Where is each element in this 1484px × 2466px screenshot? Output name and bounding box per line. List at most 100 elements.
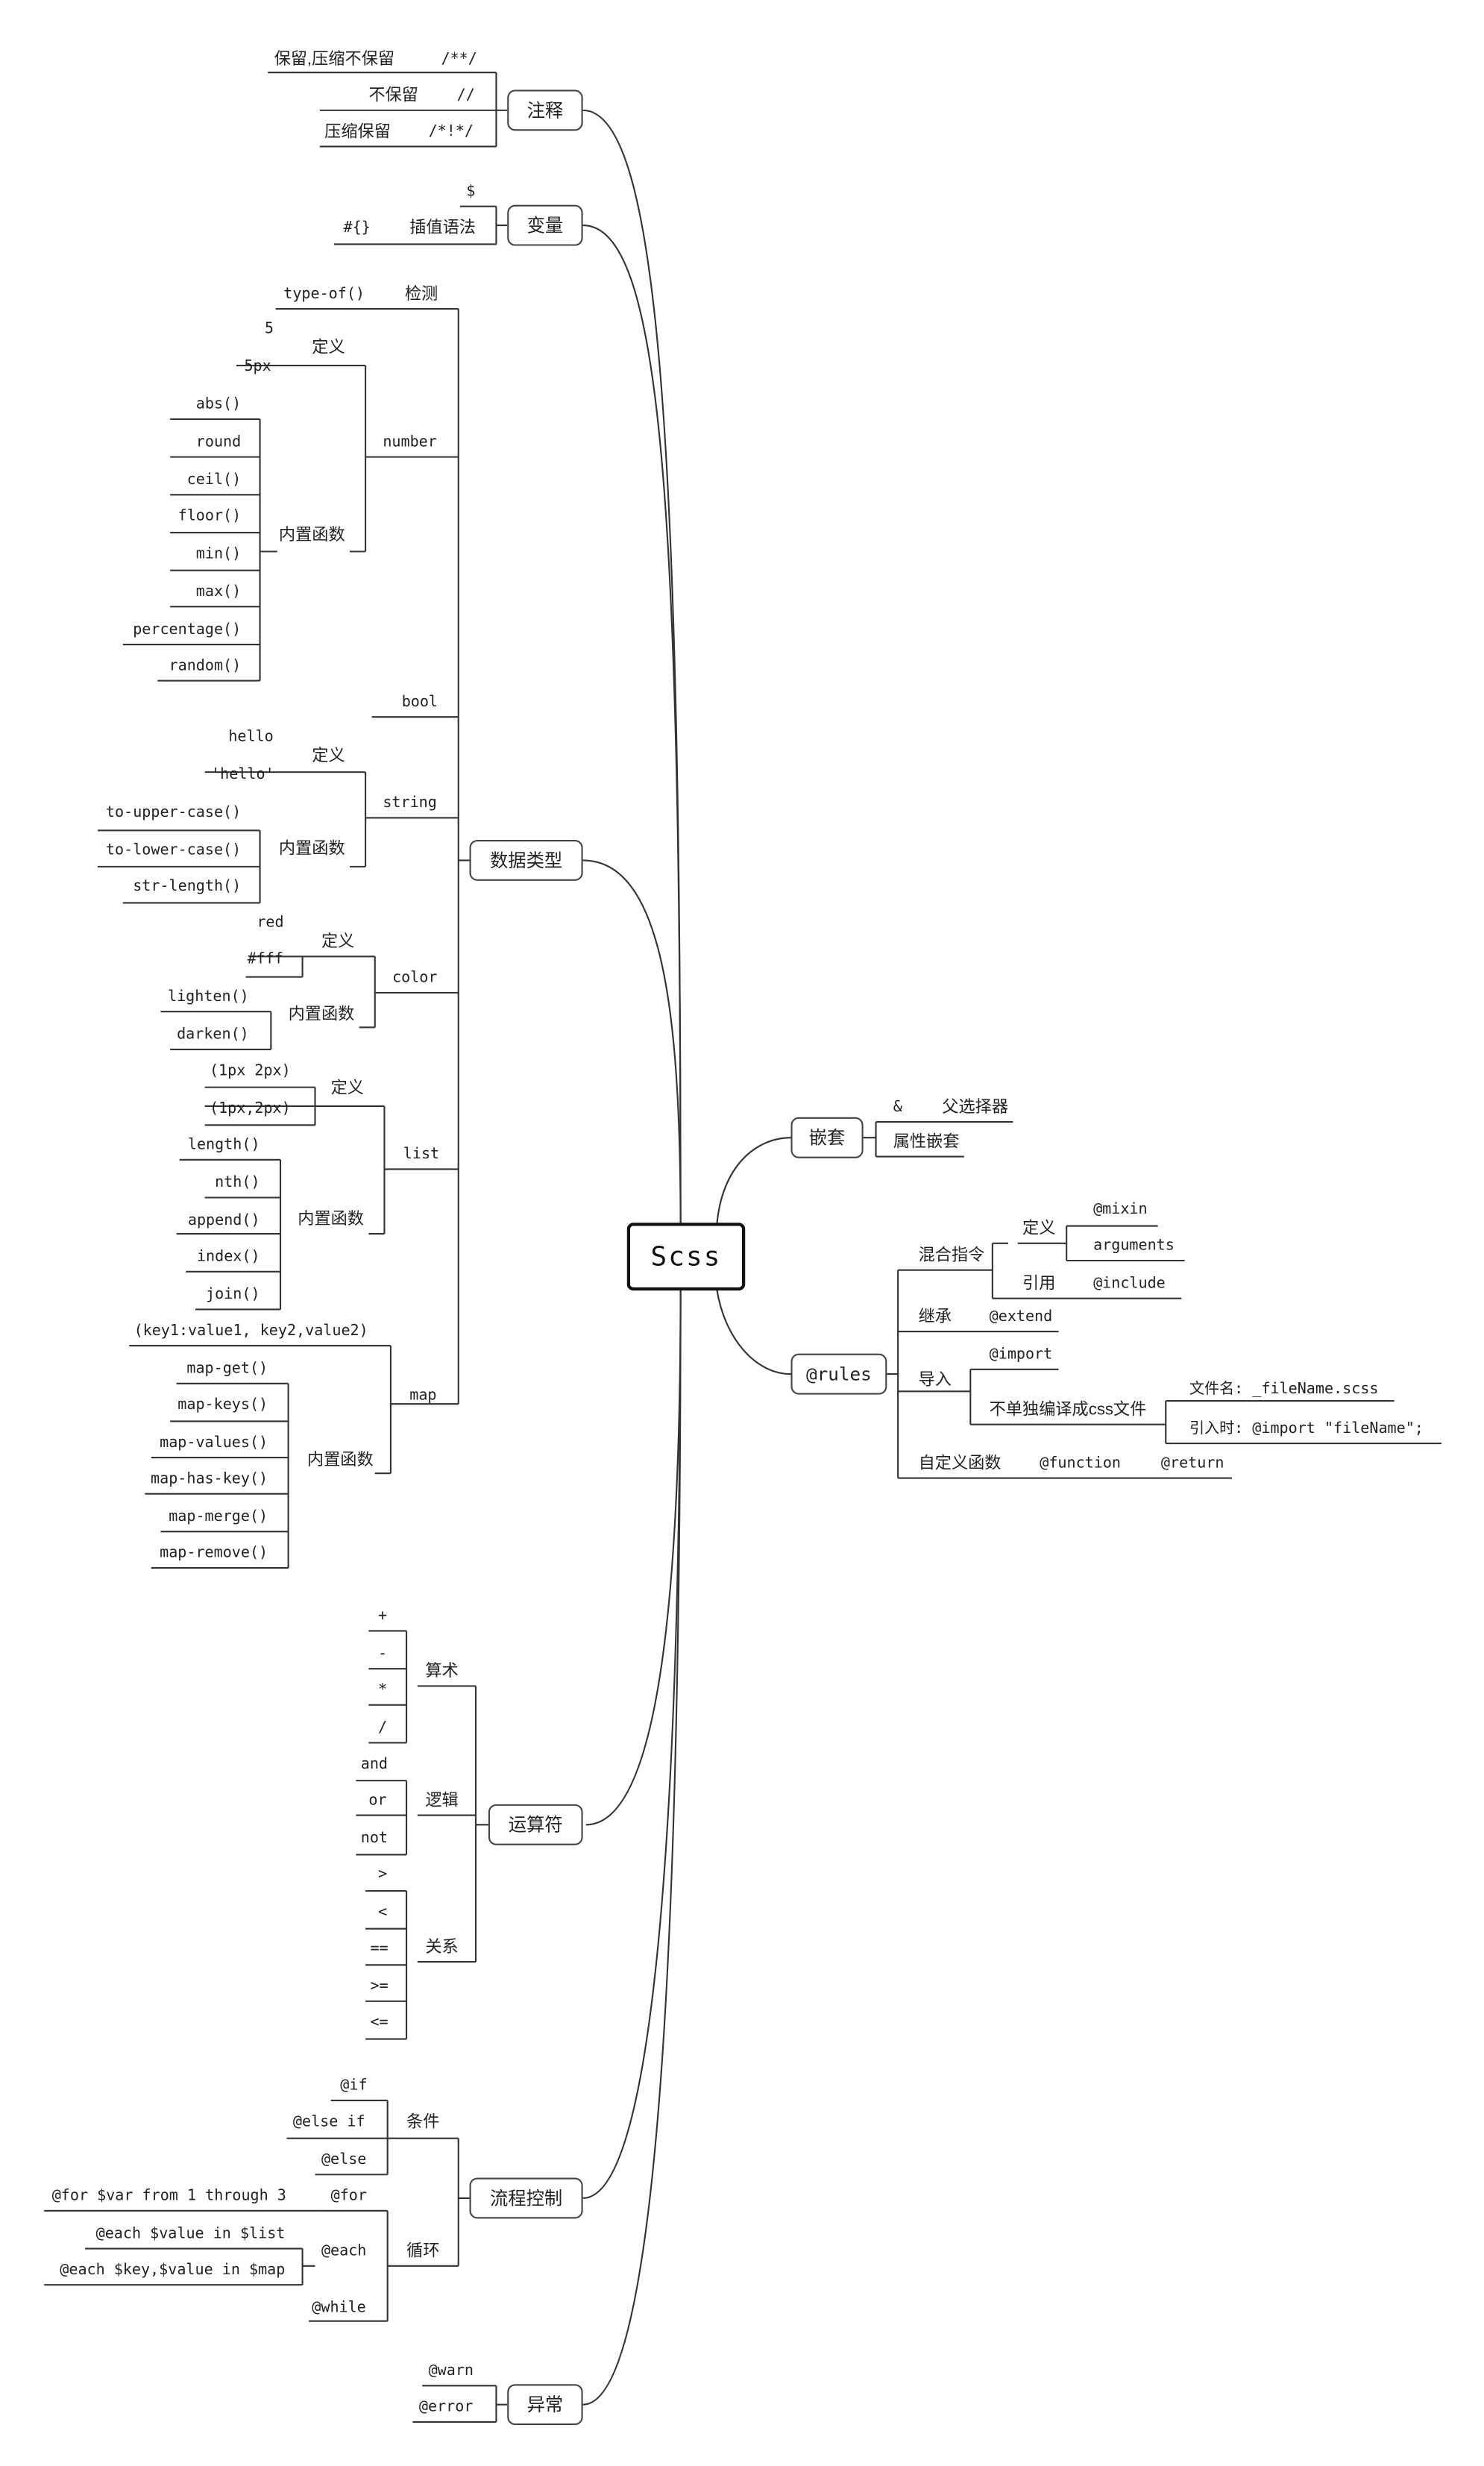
typeof-func: type-of() [283, 285, 365, 304]
branch-error[interactable]: 异常 [507, 2384, 583, 2426]
detect-label: 检测 [404, 284, 438, 304]
comment-syntax-line: // [456, 87, 475, 104]
color-func: lighten() [168, 988, 249, 1006]
color-func: darken() [177, 1026, 249, 1044]
list-func: append() [187, 1212, 260, 1230]
operator-item: >= [370, 1977, 389, 1995]
error-error: @error [418, 2398, 474, 2416]
branch-nesting[interactable]: 嵌套 [790, 1117, 864, 1158]
operator-item: and [360, 1755, 389, 1774]
operator-item: < [378, 1904, 388, 1921]
rules-extend: @extend [989, 1308, 1053, 1326]
list-label: list [403, 1146, 440, 1164]
nesting-amp: & [893, 1098, 902, 1117]
rules-import: @import [989, 1346, 1053, 1364]
number-func: abs() [195, 395, 242, 414]
number-def-5px: 5px [244, 358, 271, 376]
flow-each-expr: @each $value in $list [95, 2225, 286, 2243]
operator-item: == [370, 1940, 389, 1958]
comment-keep: 保留,压缩不保留 [274, 50, 395, 69]
rules-ref: 引用 [1022, 1274, 1056, 1293]
list-func: length() [187, 1136, 260, 1154]
number-func: round [195, 433, 242, 451]
map-func: map-values() [160, 1434, 268, 1452]
rules-mixin: 混合指令 [918, 1246, 985, 1265]
flow-else: @else [321, 2151, 367, 2169]
rules-filename: 文件名: _fileName.scss [1189, 1381, 1379, 1399]
variable-dollar: $ [466, 183, 476, 201]
color-def-red: red [257, 914, 284, 932]
color-def-hex: #fff [247, 950, 284, 968]
number-def-5: 5 [264, 320, 274, 338]
number-func: max() [195, 583, 242, 601]
flow-elseif: @else if [292, 2113, 365, 2131]
flow-loop: 循环 [406, 2241, 440, 2261]
branch-comment[interactable]: 注释 [507, 90, 583, 131]
color-define: 定义 [321, 932, 355, 952]
number-func: min() [195, 545, 242, 563]
list-def-space: (1px 2px) [209, 1062, 291, 1080]
bool-label: bool [401, 694, 438, 712]
map-func: map-remove() [160, 1544, 268, 1563]
root-node[interactable]: Scss [626, 1223, 746, 1291]
color-builtin: 内置函数 [288, 1005, 355, 1024]
operator-item: not [360, 1830, 389, 1848]
rules-partial: 不单独编译成css文件 [989, 1400, 1147, 1419]
operator-item: + [378, 1607, 388, 1625]
string-func: str-length() [133, 878, 242, 896]
branch-datatype[interactable]: 数据类型 [469, 839, 583, 881]
operator-item: > [378, 1866, 388, 1883]
flow-cond: 条件 [406, 2112, 440, 2132]
string-def-hello: hello [228, 728, 274, 746]
number-func: percentage() [133, 621, 242, 639]
flow-each: @each [321, 2242, 367, 2260]
string-builtin: 内置函数 [278, 839, 345, 859]
rules-extend-label: 继承 [918, 1307, 952, 1327]
list-func: nth() [215, 1174, 260, 1192]
rules-function: @function [1040, 1455, 1122, 1472]
operator-logic: 逻辑 [425, 1791, 459, 1810]
flow-while: @while [312, 2299, 366, 2317]
operator-item: * [378, 1681, 388, 1699]
branch-variable[interactable]: 变量 [507, 204, 583, 246]
operator-item: or [368, 1792, 387, 1810]
rules-import-when: 引入时: @import "fileName"; [1189, 1419, 1424, 1438]
operator-item: - [378, 1645, 388, 1663]
error-warn: @warn [428, 2362, 474, 2380]
flow-for: @for [330, 2187, 367, 2205]
rules-import-label: 导入 [918, 1370, 952, 1390]
comment-syntax-block: /**/ [441, 51, 477, 69]
flow-each-expr: @each $key,$value in $map [60, 2261, 286, 2280]
branch-operator[interactable]: 运算符 [488, 1804, 583, 1845]
operator-arith: 算术 [425, 1662, 459, 1681]
rules-func-label: 自定义函数 [918, 1454, 1002, 1473]
list-def-comma: (1px,2px) [209, 1100, 291, 1118]
string-def-quoted: 'hello' [211, 766, 274, 784]
list-define: 定义 [330, 1079, 364, 1098]
branch-rules[interactable]: @rules [790, 1353, 887, 1395]
branch-flow[interactable]: 流程控制 [469, 2177, 583, 2219]
operator-item: <= [370, 2014, 389, 2032]
string-label: string [383, 794, 437, 812]
map-func: map-get() [186, 1360, 268, 1378]
string-func: to-lower-case() [105, 841, 242, 859]
nesting-parent: 父选择器 [942, 1097, 1008, 1117]
map-def: (key1:value1, key2,value2) [133, 1322, 368, 1340]
map-func: map-merge() [169, 1508, 268, 1526]
comment-compressed-keep: 压缩保留 [324, 122, 391, 142]
rules-mixin-kw: @mixin [1093, 1201, 1148, 1219]
operator-relation: 关系 [425, 1937, 459, 1957]
comment-syntax-bang: /*!*/ [428, 123, 474, 141]
rules-arguments: arguments [1093, 1237, 1175, 1255]
list-func: join() [206, 1286, 260, 1304]
number-func: floor() [177, 507, 242, 525]
list-builtin: 内置函数 [298, 1209, 364, 1229]
map-func: map-has-key() [151, 1470, 268, 1488]
flow-for-expr: @for $var from 1 through 3 [51, 2187, 286, 2205]
map-func: map-keys() [177, 1396, 268, 1414]
rules-return: @return [1160, 1455, 1224, 1472]
string-func: to-upper-case() [105, 803, 242, 822]
number-func: random() [169, 657, 242, 675]
